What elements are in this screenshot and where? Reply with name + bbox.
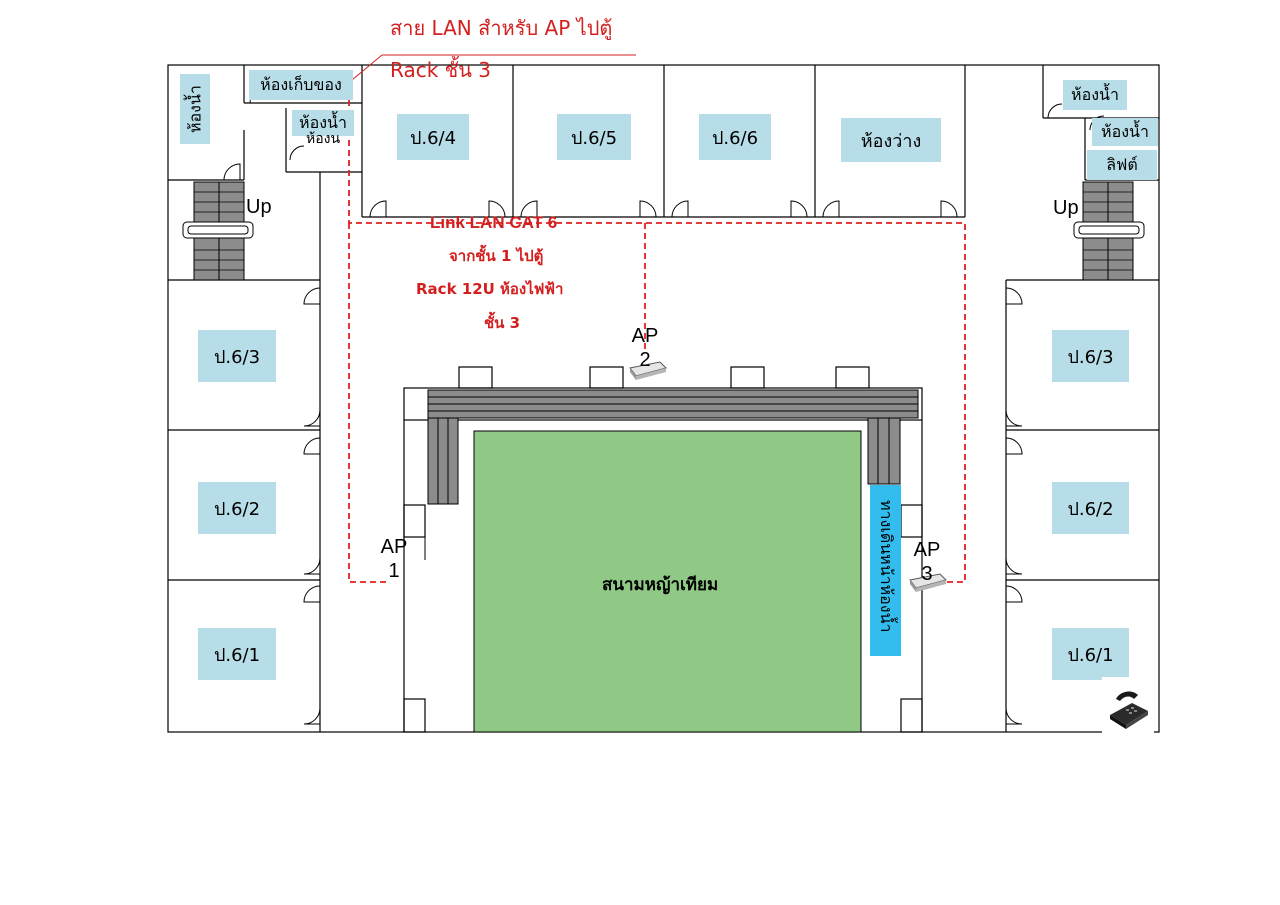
room-toilet-left-overlap: ห้องน bbox=[306, 131, 341, 147]
ap-cable-note-line1: สาย LAN สำหรับ AP ไปตู้ bbox=[390, 16, 613, 40]
access-point-icon bbox=[909, 573, 947, 592]
stairs-left bbox=[182, 181, 254, 281]
stairs-right-up-label: Up bbox=[1053, 197, 1079, 219]
access-point-1: AP 1 bbox=[376, 535, 412, 583]
room-p6-4: ป.6/4 bbox=[397, 114, 469, 160]
stairs-right bbox=[1073, 181, 1145, 281]
access-point-3: AP 3 bbox=[908, 538, 946, 586]
access-point-2-number: 2 bbox=[639, 349, 651, 371]
room-toilet-right-2: ห้องน้ำ bbox=[1092, 118, 1158, 146]
access-point-3-label: AP bbox=[913, 539, 941, 561]
access-point-1-number: 1 bbox=[388, 560, 400, 582]
room-p6-5: ป.6/5 bbox=[557, 114, 631, 160]
link-note-line2: จากชั้น 1 ไปตู้ bbox=[449, 247, 544, 265]
access-point-icon bbox=[629, 361, 667, 380]
access-point-3-number: 3 bbox=[921, 563, 933, 585]
room-p6-6: ป.6/6 bbox=[699, 114, 771, 160]
access-point-2-label: AP bbox=[631, 325, 659, 347]
room-left-p6-2: ป.6/2 bbox=[198, 482, 276, 534]
corridor-label: ทางเดินหน้าห้องน้ำ bbox=[877, 500, 896, 633]
link-note-line1: Link LAN CAT 6 bbox=[430, 213, 558, 232]
courtyard-label: สนามหญ้าเทียม bbox=[602, 575, 719, 595]
room-right-p6-3: ป.6/3 bbox=[1052, 330, 1129, 382]
room-left-p6-3: ป.6/3 bbox=[198, 330, 276, 382]
access-point-1-label: AP bbox=[380, 536, 408, 558]
room-right-p6-1: ป.6/1 bbox=[1052, 628, 1129, 680]
access-point-2: AP 2 bbox=[626, 324, 664, 372]
telephone-icon bbox=[1102, 677, 1154, 733]
room-right-p6-2: ป.6/2 bbox=[1052, 482, 1129, 534]
room-toilet-right-1: ห้องน้ำ bbox=[1063, 80, 1127, 110]
lan-cable-route bbox=[348, 90, 966, 583]
ap-cable-note-line2: Rack ชั้น 3 bbox=[390, 58, 491, 82]
room-empty: ห้องว่าง bbox=[841, 118, 941, 162]
stairs-left-up-label: Up bbox=[246, 196, 272, 218]
link-note-line3: Rack 12U ห้องไฟฟ้า bbox=[416, 280, 564, 298]
room-left-p6-1: ป.6/1 bbox=[198, 628, 276, 680]
link-note-line4: ชั้น 3 bbox=[484, 314, 521, 332]
room-storage: ห้องเก็บของ bbox=[249, 70, 353, 100]
artificial-turf-field bbox=[473, 430, 862, 733]
room-lift: ลิฟต์ bbox=[1087, 150, 1157, 180]
room-toilet-left: ห้องน้ำ bbox=[292, 110, 354, 136]
corridor-strip bbox=[870, 485, 901, 656]
room-toilet-left-vertical: ห้องน้ำ bbox=[180, 74, 210, 144]
